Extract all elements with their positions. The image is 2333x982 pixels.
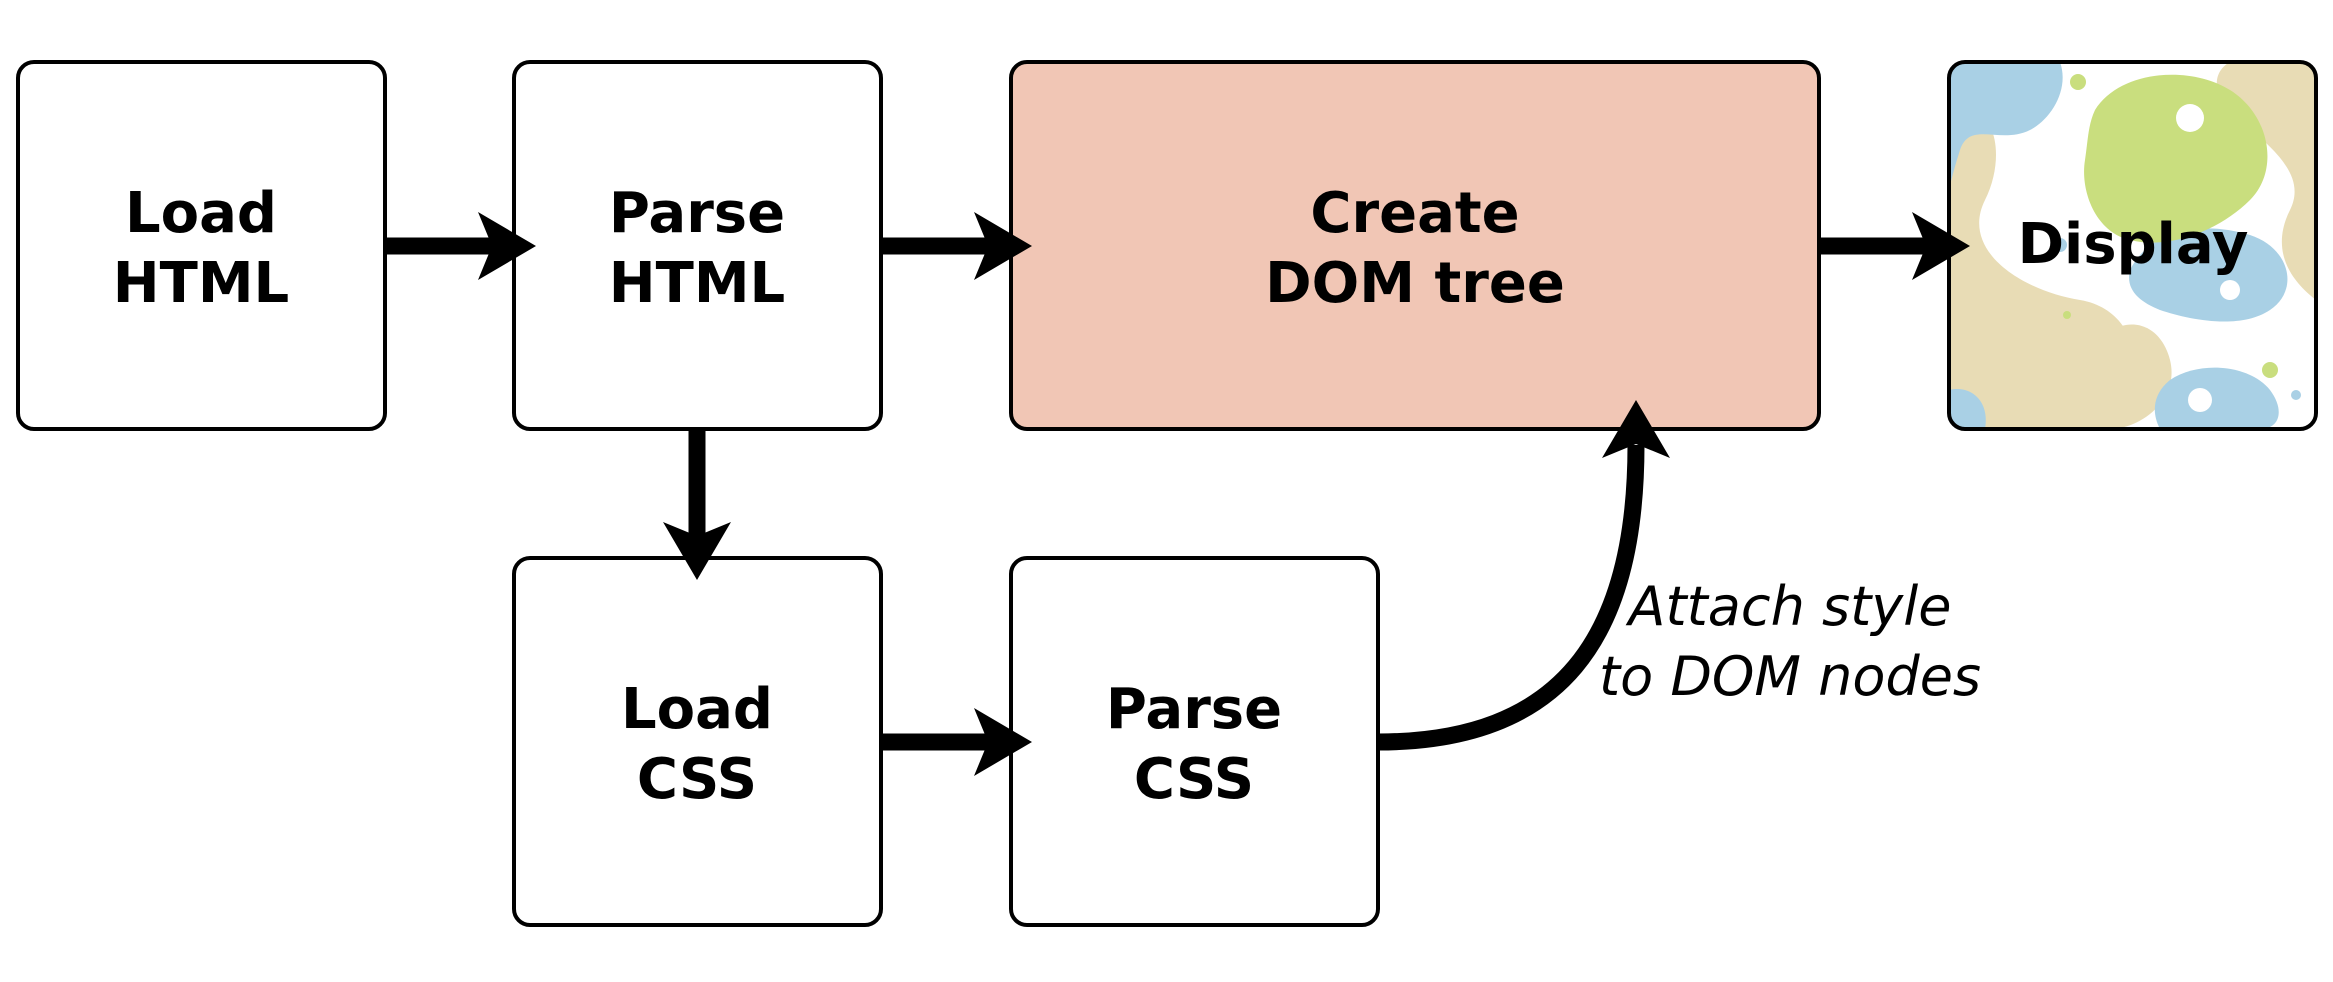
arrow-parse-html-to-load-css [663, 429, 731, 580]
arrow-create-dom-to-display [1819, 212, 1970, 280]
arrow-parse-css-to-create-dom [1377, 400, 1670, 751]
node-load-css-line1: Load [621, 677, 773, 742]
node-load-html: Load HTML [16, 60, 387, 431]
node-parse-html-line2: HTML [609, 251, 785, 316]
arrow-load-css-to-parse-css [881, 708, 1032, 776]
node-load-css-line2: CSS [637, 747, 757, 812]
node-create-dom-line1: Create [1310, 181, 1519, 246]
node-parse-css-line2: CSS [1134, 747, 1254, 812]
edge-label-line2: to DOM nodes [1599, 645, 1981, 708]
node-display-label: Display [2018, 212, 2249, 277]
node-parse-css-line1: Parse [1106, 677, 1282, 742]
edge-label-line1: Attach style [1626, 575, 1952, 638]
node-parse-html: Parse HTML [512, 60, 883, 431]
edge-label-attach-style: Attach style to DOM nodes [1599, 575, 1981, 708]
node-parse-html-line1: Parse [609, 181, 785, 246]
node-display: Display [1947, 60, 2318, 431]
display-pattern-image [1949, 62, 2316, 429]
node-create-dom-tree: Create DOM tree [1009, 60, 1821, 431]
arrow-load-html-to-parse-html [385, 212, 536, 280]
node-load-css: Load CSS [512, 556, 883, 927]
node-load-html-line2: HTML [113, 251, 289, 316]
node-create-dom-line2: DOM tree [1265, 251, 1565, 316]
node-load-html-line1: Load [125, 181, 277, 246]
node-parse-css: Parse CSS [1009, 556, 1380, 927]
arrow-parse-html-to-create-dom [881, 212, 1032, 280]
